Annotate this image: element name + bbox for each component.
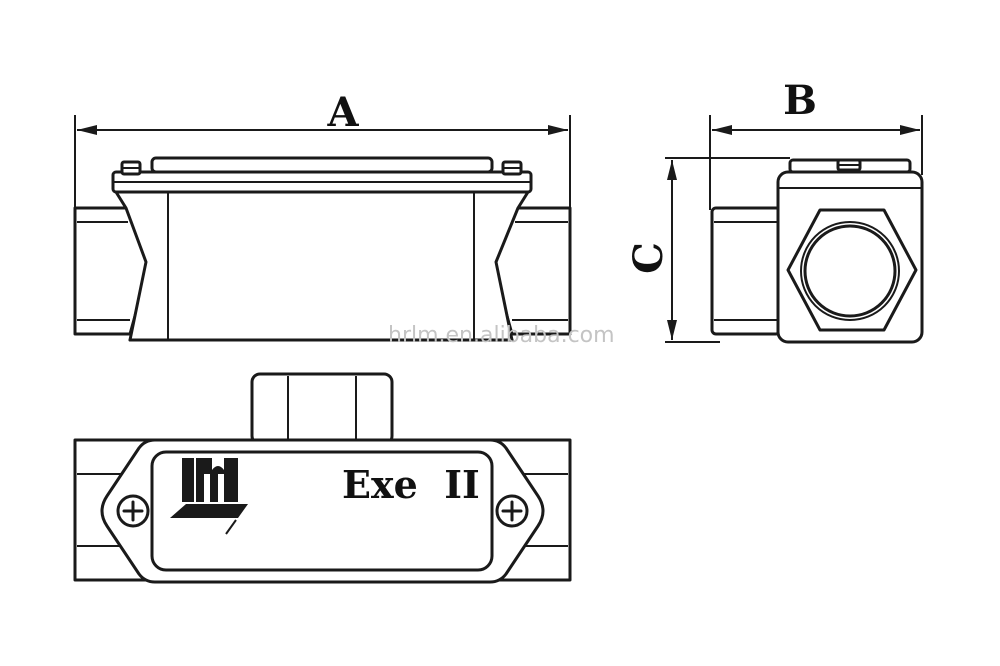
plate-marking-text: Exe II <box>342 462 480 507</box>
top-view: Exe II <box>73 372 572 584</box>
cover-screw-right-top-view <box>495 494 529 528</box>
top-conduit-hub <box>250 372 394 446</box>
dimension-a-label: A <box>326 89 359 136</box>
dimension-b: B <box>709 77 923 210</box>
cover-top-plate <box>150 156 494 174</box>
box-body <box>114 190 530 342</box>
dimension-c-label: C <box>625 242 672 274</box>
cover-screw-left-top-view <box>116 494 150 528</box>
front-view: A <box>73 89 572 342</box>
dimension-b-label: B <box>783 77 817 124</box>
dimension-c: C <box>625 157 790 343</box>
cover-screw-right <box>501 160 523 176</box>
watermark-text: hrlm.en.alibaba.com <box>388 323 615 348</box>
cover-screw-left <box>120 160 142 176</box>
side-conduit-hub <box>710 206 782 336</box>
conduit-opening <box>803 224 897 318</box>
side-view: B C <box>625 77 924 344</box>
side-cover-screw <box>836 158 862 172</box>
manufacturer-logo <box>170 458 248 535</box>
